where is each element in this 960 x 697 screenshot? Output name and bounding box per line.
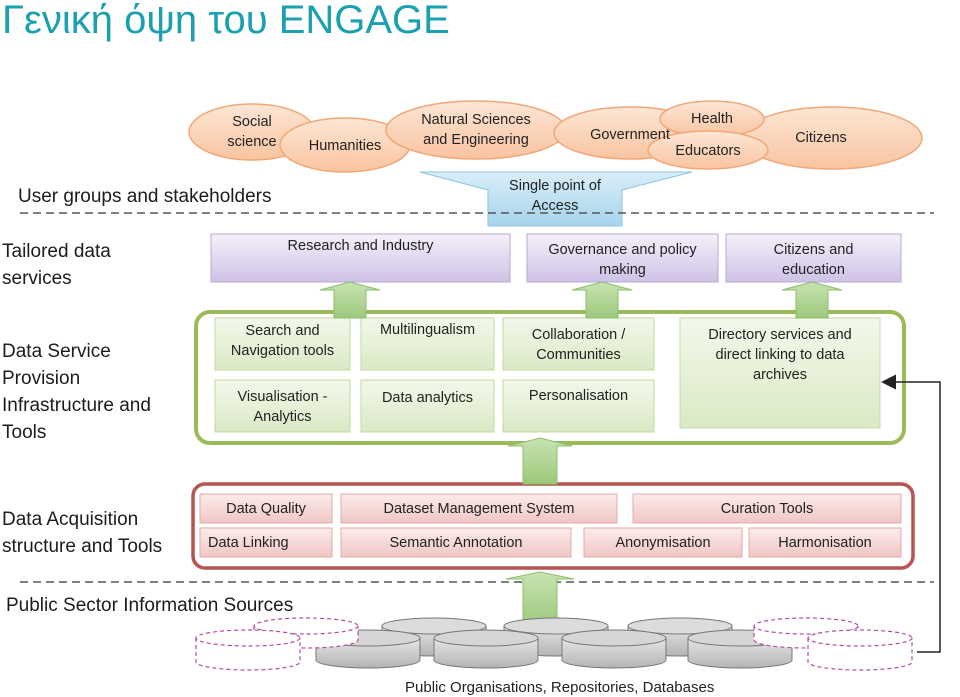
tool-visualisation-analytics: Visualisation - Analytics bbox=[237, 389, 328, 425]
stakeholder-natural-sciences: Natural Sciences and Engineering bbox=[421, 112, 531, 148]
single-point-of-access-label: Single point of Access bbox=[509, 178, 601, 214]
row-label-tailored-line2: services bbox=[2, 268, 72, 289]
tool-search-navigation: Search and Navigation tools bbox=[230, 323, 335, 359]
tailored-research-industry: Research and Industry bbox=[287, 238, 434, 254]
stakeholder-government: Government bbox=[590, 127, 670, 143]
acq-semantic-annotation: Semantic Annotation bbox=[389, 535, 523, 551]
stakeholder-ellipses bbox=[188, 100, 923, 173]
provision-boxes bbox=[214, 317, 881, 433]
stakeholder-social-science: Social science bbox=[227, 114, 277, 150]
separators bbox=[20, 212, 934, 583]
tailored-citizens-education: Citizens and education bbox=[773, 242, 854, 278]
stakeholder-health: Health bbox=[691, 111, 733, 127]
databases-dashed bbox=[195, 617, 913, 671]
stakeholder-humanities: Humanities bbox=[308, 138, 382, 154]
tool-directory-services: Directory services and direct linking to… bbox=[708, 327, 852, 383]
educators-ellipse bbox=[647, 130, 769, 170]
acq-anonymisation: Anonymisation bbox=[615, 535, 711, 551]
acq-data-quality: Data Quality bbox=[226, 501, 306, 517]
dashed-database-cylinder bbox=[195, 629, 301, 671]
up-arrow-research bbox=[319, 281, 381, 319]
acq-data-linking: Data Linking bbox=[208, 535, 289, 551]
feedback-arrow bbox=[881, 374, 941, 653]
tool-multilingualism: Multilingualism bbox=[379, 322, 476, 338]
row-label-provision-line4: Tools bbox=[2, 422, 47, 443]
up-arrows bbox=[319, 281, 843, 627]
stakeholder-educators: Educators bbox=[675, 143, 741, 159]
page-title: Γενική όψη του ENGAGE bbox=[2, 0, 450, 42]
tool-collaboration-communities: Collaboration / Communities bbox=[531, 327, 626, 363]
databases-front bbox=[315, 629, 793, 669]
tool-personalisation: Personalisation bbox=[528, 388, 629, 404]
row-label-acquisition-line1: Data Acquisition bbox=[2, 509, 139, 530]
row-label-user-groups: User groups and stakeholders bbox=[18, 186, 272, 207]
tailored-governance-policy: Governance and policy making bbox=[548, 242, 697, 278]
tool-data-analytics: Data analytics bbox=[381, 390, 474, 406]
acq-curation-tools: Curation Tools bbox=[720, 501, 814, 517]
database-cylinder bbox=[433, 629, 539, 669]
up-arrow-acquisition bbox=[505, 571, 575, 627]
stakeholder-citizens: Citizens bbox=[795, 130, 847, 146]
acq-harmonisation: Harmonisation bbox=[778, 535, 872, 551]
database-cylinder bbox=[561, 629, 667, 669]
row-label-provision-line3: Infrastructure and bbox=[2, 395, 151, 416]
acq-dataset-management: Dataset Management System bbox=[383, 501, 575, 517]
up-arrow-governance bbox=[571, 281, 633, 319]
sources-caption: Public Organisations, Repositories, Data… bbox=[405, 679, 715, 696]
row-label-acquisition-line2: structure and Tools bbox=[2, 536, 163, 557]
row-label-provision-line1: Data Service bbox=[2, 341, 111, 362]
up-arrow-citizens bbox=[781, 281, 843, 319]
acquisition-boxes bbox=[199, 493, 902, 558]
dashed-database-cylinder bbox=[807, 629, 913, 671]
row-label-tailored-line1: Tailored data bbox=[2, 241, 111, 262]
row-label-psi: Public Sector Information Sources bbox=[6, 595, 294, 616]
tailored-boxes bbox=[210, 233, 902, 283]
citizens-education-box bbox=[725, 233, 902, 283]
research-box bbox=[210, 233, 511, 283]
governance-box bbox=[526, 233, 719, 283]
up-arrow-provision bbox=[507, 437, 573, 485]
row-label-provision-line2: Provision bbox=[2, 368, 81, 389]
